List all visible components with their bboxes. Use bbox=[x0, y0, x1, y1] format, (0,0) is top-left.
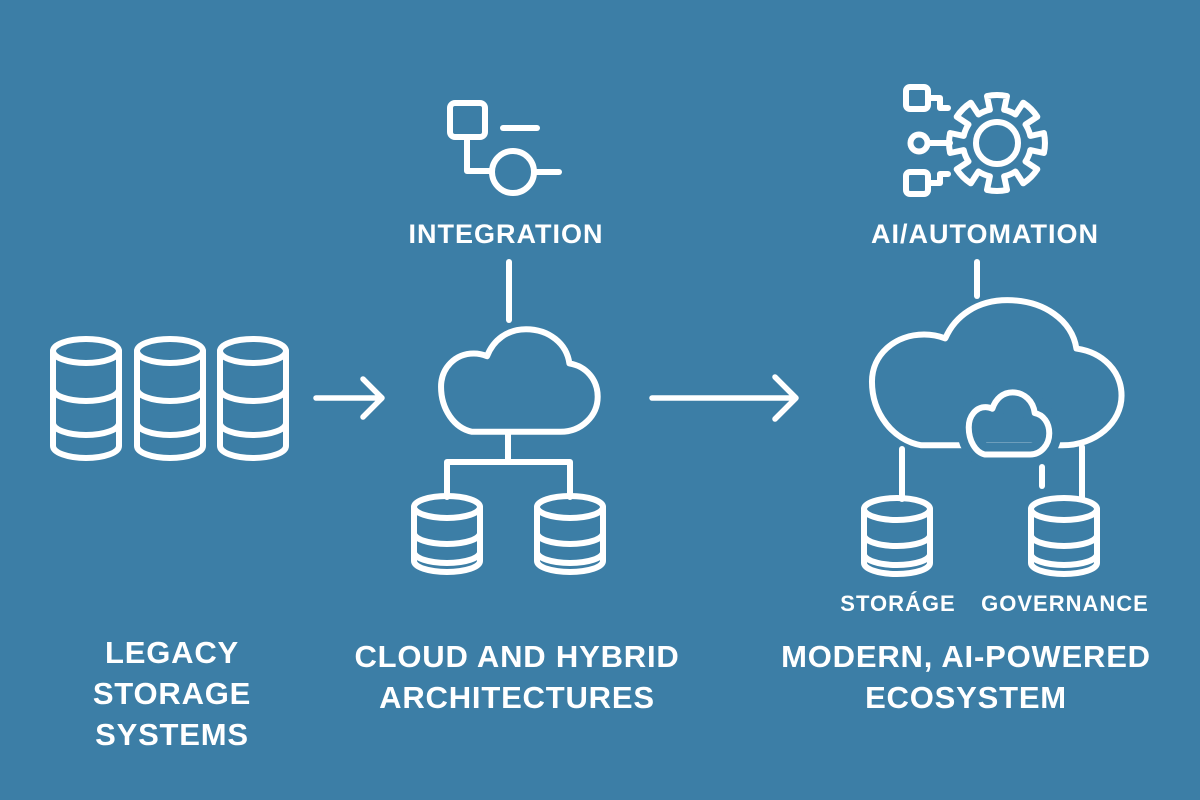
integration-label: INTEGRATION bbox=[408, 219, 604, 249]
ai-automation-label: AI/AUTOMATION bbox=[871, 219, 1099, 249]
title-line: CLOUD AND HYBRID bbox=[354, 639, 680, 674]
node-connector-line bbox=[925, 95, 951, 111]
cloud-database-branch bbox=[444, 431, 573, 500]
integration-flowchart-icon bbox=[447, 100, 562, 196]
flow-arrow-icon bbox=[313, 376, 385, 420]
title-line: LEGACY bbox=[105, 635, 239, 670]
legacy-stage-title: LEGACY STORAGE SYSTEMS bbox=[93, 632, 251, 755]
flowchart-elbow-line bbox=[464, 134, 495, 174]
modern-ecosystem-stage-title: MODERN, AI-POWERED ECOSYSTEM bbox=[781, 636, 1151, 718]
title-line: ECOSYSTEM bbox=[865, 680, 1067, 715]
title-line: STORAGE bbox=[92, 676, 252, 711]
title-line: ARCHITECTURES bbox=[379, 680, 655, 715]
title-line: SYSTEMS bbox=[95, 717, 249, 752]
storage-db-label: STORÁGE bbox=[840, 591, 956, 616]
governance-db-label: GOVERNANCE bbox=[981, 591, 1149, 616]
gear-icon bbox=[949, 95, 1045, 191]
node-connector-line bbox=[925, 171, 951, 186]
flow-arrow-icon bbox=[649, 374, 799, 422]
title-line: MODERN, AI-POWERED bbox=[781, 639, 1151, 674]
ai-automation-gear-icon bbox=[903, 84, 1045, 197]
cloud-hybrid-stage-title: CLOUD AND HYBRID ARCHITECTURES bbox=[354, 636, 679, 718]
